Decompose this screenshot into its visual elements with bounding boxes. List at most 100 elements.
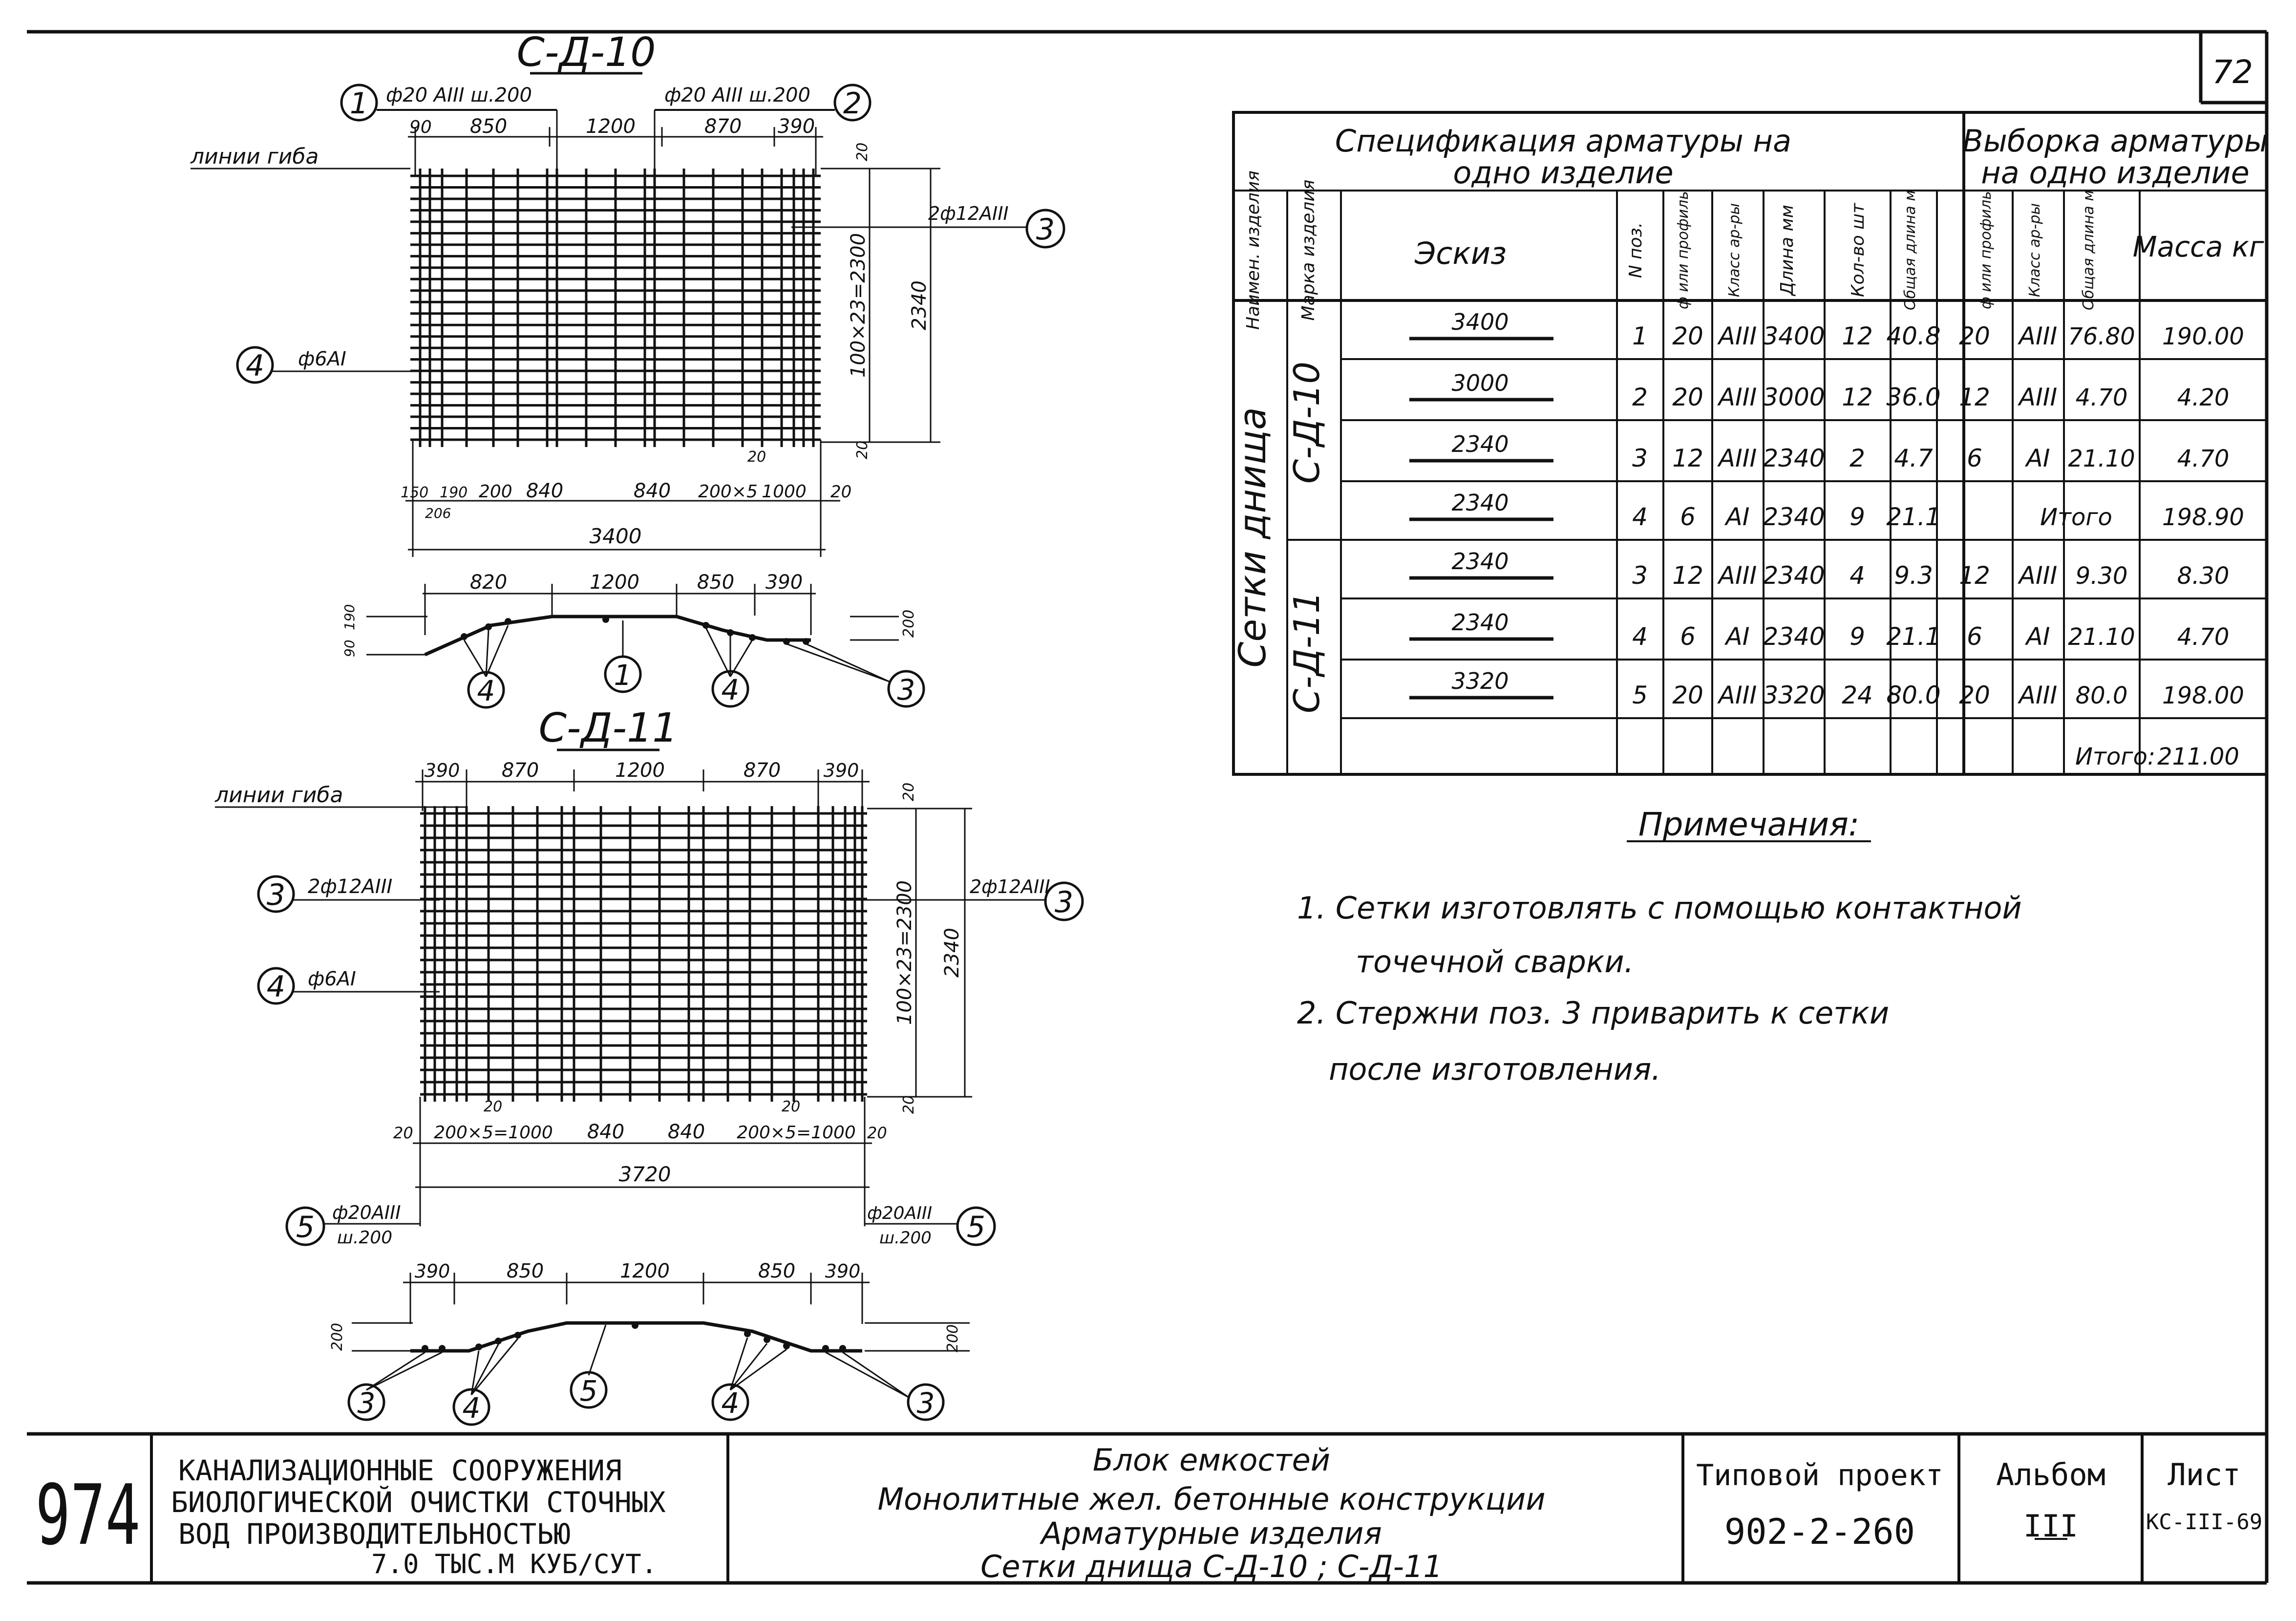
row-5-sketch-length: 2340 (1451, 548, 1509, 575)
col-total2-head: Общая длина м (2080, 190, 2097, 310)
sec1-dim-4: 390 (765, 571, 803, 594)
row-4-t2: Итого (2040, 504, 2112, 531)
sd11-bot-dim-1: 20 (393, 1124, 413, 1142)
row-7-mass: 198.00 (2162, 682, 2244, 709)
sd10-top-dim-3: 1200 (586, 115, 636, 138)
row-4-cls: АI (1724, 503, 1750, 531)
sd11-callout-5b: 5 (967, 1210, 985, 1244)
row-4-mass: 198.90 (2162, 504, 2244, 531)
col-mass-head: Масса кг (2133, 230, 2264, 263)
row-2-tot: 36.0 (1886, 383, 1940, 411)
sd11-callout-4-text: ф6АI (308, 968, 356, 990)
col-class2-head: Класс ар-ры (2026, 203, 2043, 297)
sd10-bot-dim-6: 200×5 (698, 482, 758, 502)
col-pos-head: N поз. (1626, 222, 1646, 278)
section-sd10: 820 1200 850 390 90 190 200 4 1 4 3 (341, 571, 925, 709)
row-3-mass: 4.70 (2177, 445, 2230, 472)
row-4-tot: 21.1 (1886, 503, 1940, 531)
sd11-callout-5a: 5 (296, 1210, 315, 1244)
sd10-callout-3-text: 2ф12АIII (928, 203, 1009, 224)
sd11-bend-label: линии гиба (214, 783, 343, 808)
sec2-callout-3a: 3 (358, 1386, 376, 1420)
sd10-side-dim-total: 2340 (908, 280, 931, 330)
row-2-d2: 12 (1959, 383, 1990, 411)
sd11-bot-dim-2: 200×5=1000 (434, 1123, 553, 1143)
sec2-left-dim: 200 (329, 1323, 346, 1351)
sec2-callout-4b: 4 (722, 1386, 740, 1420)
sd11-callout-5b-sub: ш.200 (879, 1228, 932, 1248)
row-6-pos: 4 (1632, 622, 1648, 651)
col-mark-head: Марка изделия (1298, 180, 1318, 321)
sd11-side-dim-total: 2340 (941, 928, 963, 978)
row-3-c2: АI (2025, 444, 2050, 472)
row-7-d2: 20 (1959, 681, 1990, 709)
sd10-side-dim-bottom: 20 (854, 441, 871, 459)
row-1-dia: 20 (1672, 322, 1703, 350)
spec-title-2: одно изделие (1453, 155, 1673, 191)
stamp-number: 974 (35, 1467, 140, 1563)
section-sd11: 390 850 1200 850 390 200 200 3 4 (329, 1260, 970, 1426)
sec2-dim-5: 390 (825, 1260, 861, 1282)
row-1-d2: 20 (1959, 322, 1990, 350)
sd10-bend-label: линии гиба (190, 144, 319, 169)
sec1-left-dim-2: 190 (341, 604, 358, 630)
sec2-right-dim: 200 (944, 1324, 961, 1352)
sec1-callout-4b: 4 (722, 673, 740, 706)
row-2-t2: 4.70 (2076, 384, 2128, 411)
mark-sd11: С-Д-11 (1286, 591, 1327, 713)
note-1b: точечной сварки. (1356, 944, 1634, 980)
row-7-tot: 80.0 (1886, 681, 1940, 709)
notes: Примечания: 1. Сетки изготовлять с помощ… (1297, 806, 2022, 1087)
sec1-callout-3: 3 (897, 673, 915, 706)
row-4-sketch-length: 2340 (1451, 490, 1509, 516)
row-2-qty: 12 (1842, 383, 1873, 411)
sd10-bot-dim-4: 840 (526, 480, 563, 502)
sec1-callout-1: 1 (614, 659, 632, 692)
sd10-bot-small-1: 206 (425, 505, 451, 521)
sd11-callout-5b-text: ф20АIII (867, 1203, 932, 1223)
sd10-callout-1-text: ф20 АIII ш.200 (386, 84, 532, 107)
drawing-sd10: С-Д-10 1 ф20 АIII ш.200 2 ф20 АIII ш.200… (190, 29, 1065, 557)
sd11-top-dim-4: 870 (744, 759, 781, 782)
row-2-mass: 4.20 (2177, 384, 2230, 411)
sd10-side-dim-top: 20 (854, 143, 871, 161)
row-5-d2: 12 (1959, 561, 1990, 590)
row-2-len: 3000 (1763, 383, 1825, 411)
col-sketch-head: Эскиз (1414, 235, 1507, 271)
note-2b: после изготовления. (1329, 1051, 1661, 1087)
sd11-inner-small-2: 20 (782, 1098, 800, 1115)
row-5-qty: 4 (1850, 561, 1865, 590)
row-5-tot: 9.3 (1894, 561, 1933, 590)
sd10-bot-dim-3: 200 (479, 482, 512, 502)
row-2-pos: 2 (1632, 383, 1648, 411)
group-label: Сетки днища (1231, 407, 1274, 667)
col-qty-head: Кол-во шт (1848, 203, 1868, 297)
row-1-cls: АIII (1717, 322, 1757, 350)
sec2-dim-4: 850 (758, 1260, 795, 1282)
mark-sd10: С-Д-10 (1286, 362, 1327, 484)
sd10-bot-dim-7: 1000 (762, 482, 807, 502)
col-total-head: Общая длина м (1902, 190, 1919, 310)
sd10-bot-dim-2: 190 (440, 484, 468, 501)
drawing-sd11: С-Д-11 390 870 1200 870 390 линии гиба 2… (214, 705, 1084, 1248)
row-7-c2: АIII (2018, 681, 2057, 709)
sd10-callout-2-text: ф20 АIII ш.200 (664, 84, 810, 107)
title-block: 974 КАНАЛИЗАЦИОННЫЕ СООРУЖЕНИЯ БИОЛОГИЧЕ… (35, 1434, 2262, 1584)
row-7-qty: 24 (1842, 681, 1873, 709)
row-7-len: 3320 (1763, 681, 1825, 709)
row-1-qty: 12 (1842, 322, 1873, 350)
sec2-callout-5: 5 (580, 1374, 598, 1408)
sd10-bot-dim-1: 150 (401, 484, 428, 501)
sd10-top-dim-1: 90 (409, 117, 432, 137)
row-4-len: 2340 (1763, 503, 1825, 531)
table-total-value: 211.00 (2157, 743, 2239, 770)
row-7-pos: 5 (1632, 681, 1648, 709)
sd10-top-dim-4: 870 (704, 115, 742, 138)
row-5-len: 2340 (1763, 561, 1825, 590)
row-3-cls: АIII (1717, 444, 1757, 472)
row-3-dia: 12 (1672, 444, 1703, 472)
row-1-t2: 76.80 (2068, 323, 2135, 350)
sd11-bot-dim-3: 840 (587, 1121, 624, 1143)
sec1-right-dim: 200 (900, 610, 917, 638)
sd11-mesh (420, 806, 867, 1102)
